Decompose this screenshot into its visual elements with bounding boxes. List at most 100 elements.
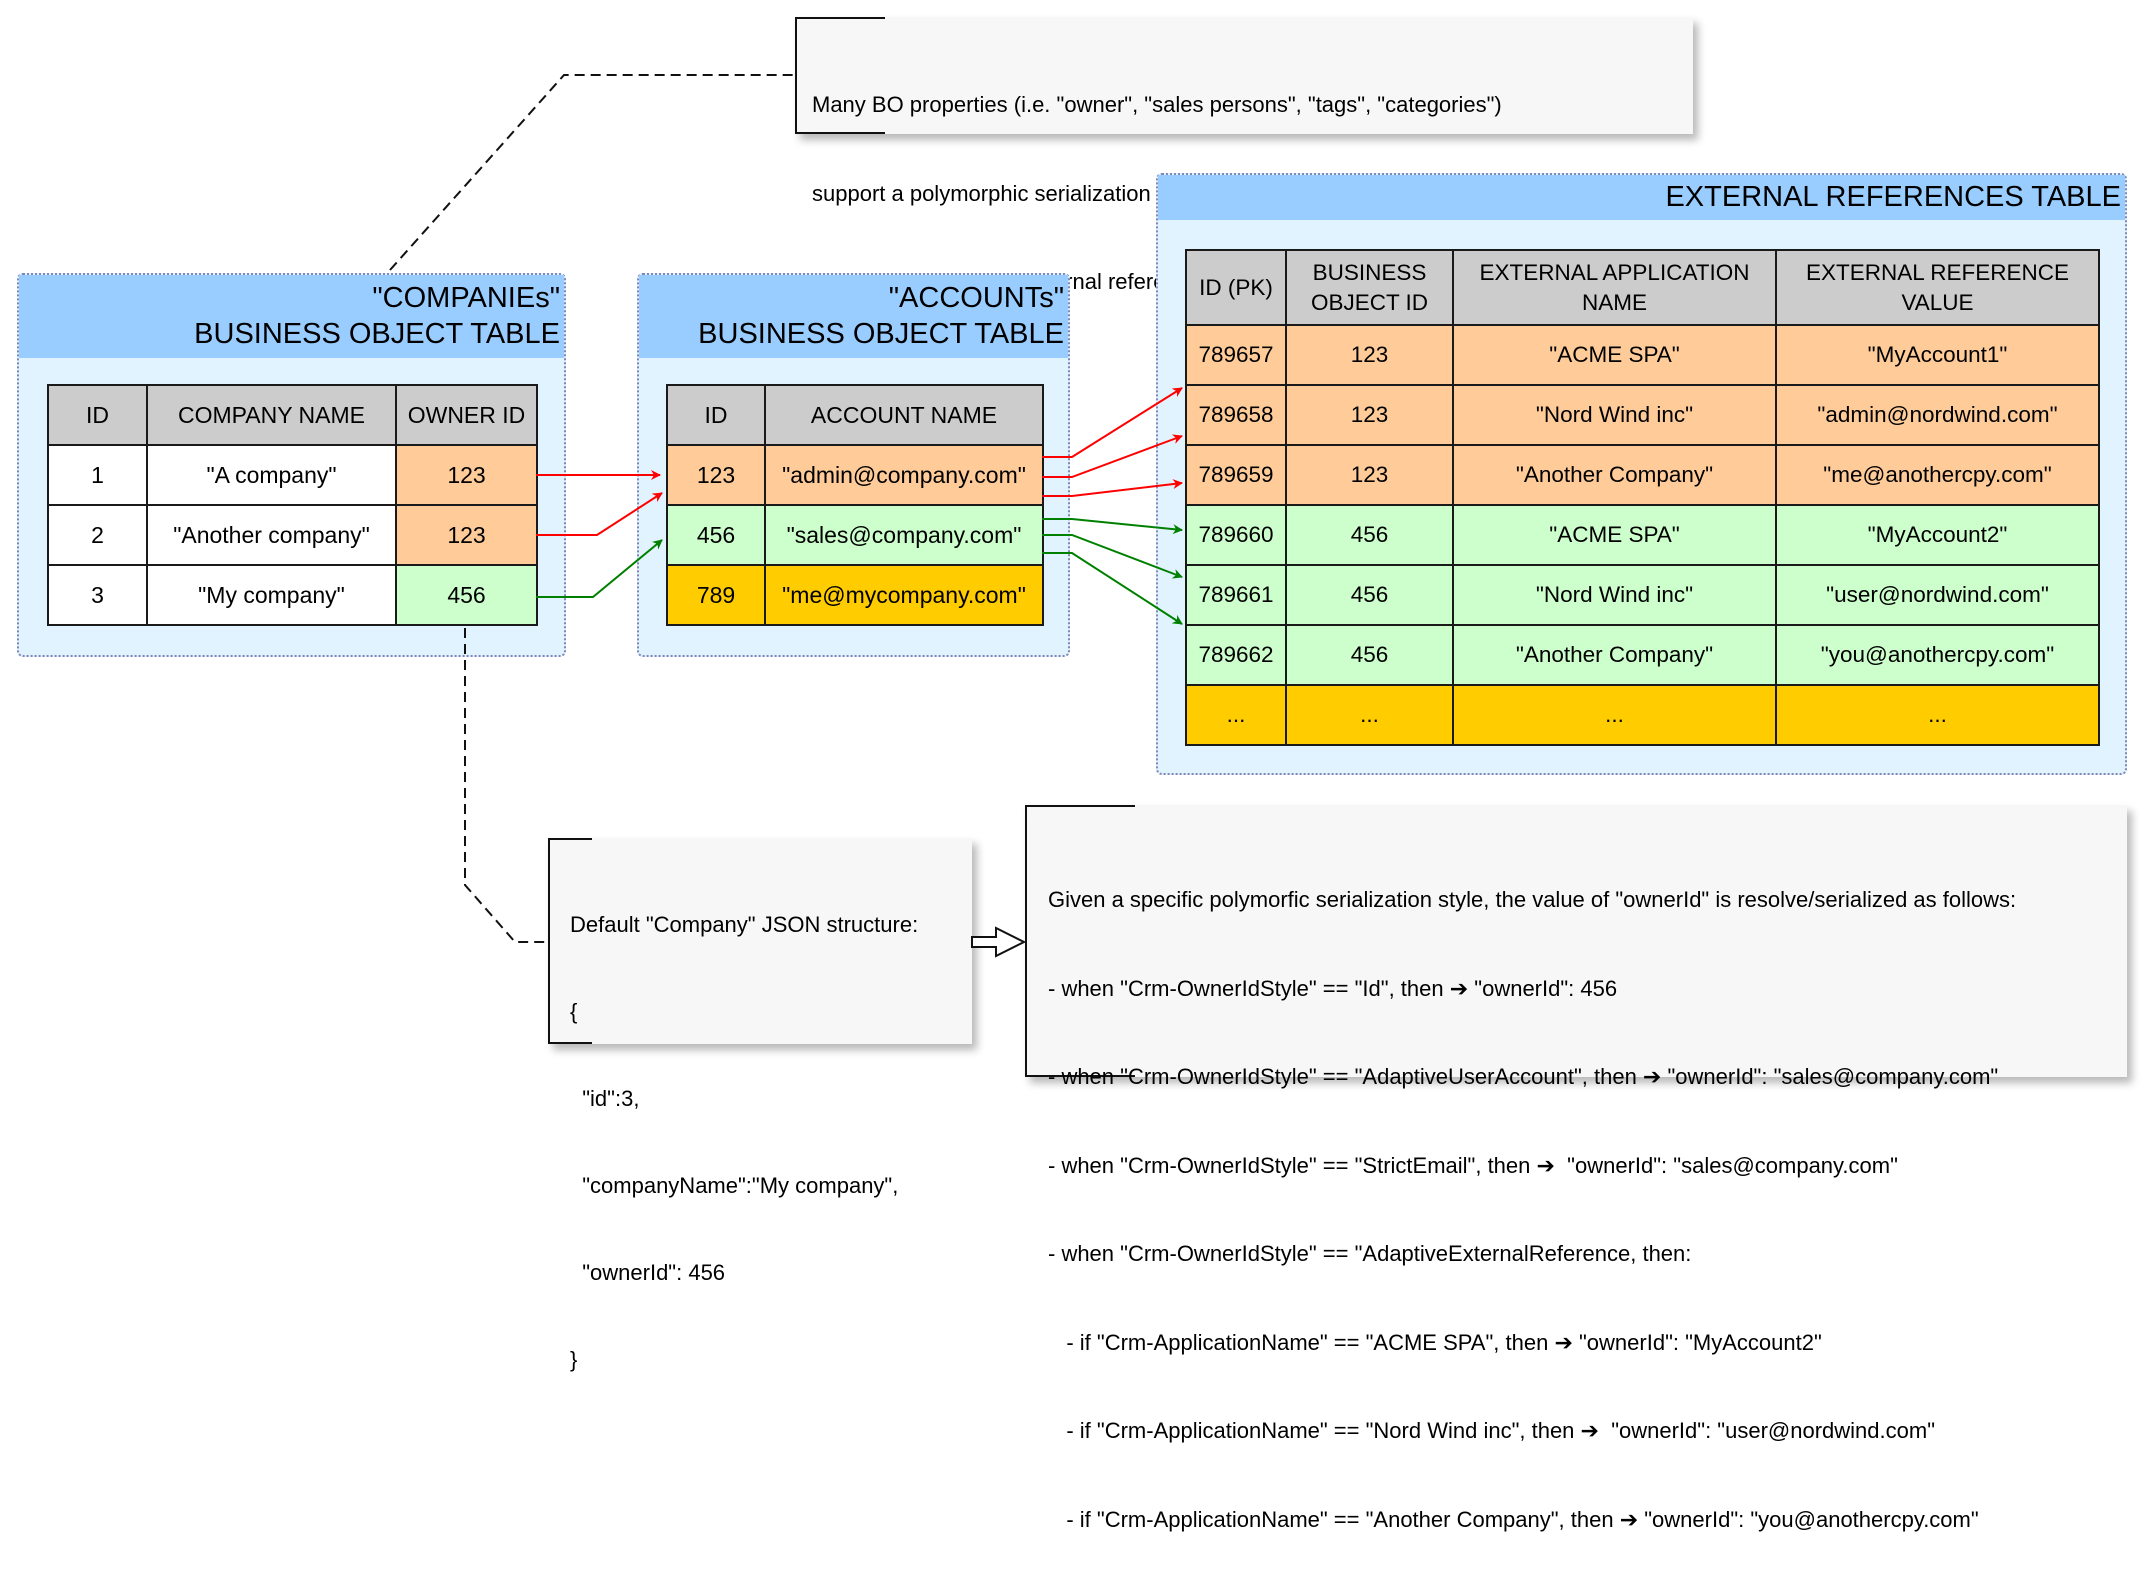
ref-id-cell: 789661 xyxy=(1185,564,1287,626)
header-line: ID (PK) xyxy=(1199,274,1273,300)
ref-id-cell: 789659 xyxy=(1185,444,1287,506)
account-name-cell: "me@mycompany.com" xyxy=(764,564,1044,626)
bo-id-cell: 456 xyxy=(1285,624,1454,686)
company-name-cell: "A company" xyxy=(146,444,397,506)
ref-id-cell: 789657 xyxy=(1185,324,1287,386)
column-header-external-reference-value: EXTERNAL REFERENCE VALUE xyxy=(1775,249,2100,326)
account-name-cell: "sales@company.com" xyxy=(764,504,1044,566)
companies-title-line2: BUSINESS OBJECT TABLE xyxy=(194,318,560,350)
json-line: } xyxy=(570,1347,578,1372)
ref-value-cell: "user@nordwind.com" xyxy=(1775,564,2100,626)
json-line: { xyxy=(570,999,578,1024)
json-note-leader-line xyxy=(464,628,548,943)
note-bracket xyxy=(795,17,885,134)
company-name-cell: "My company" xyxy=(146,564,397,626)
top-note-leader-line xyxy=(389,74,795,271)
bo-id-cell: 123 xyxy=(1285,324,1454,386)
app-name-cell: "ACME SPA" xyxy=(1452,504,1777,566)
company-id-cell: 1 xyxy=(47,444,148,506)
ref-id-cell: 789662 xyxy=(1185,624,1287,686)
rule-line: - when "Crm-OwnerIdStyle" == "Id", then … xyxy=(1048,975,1618,1001)
json-line: "id":3, xyxy=(570,1086,640,1111)
external-references-title: EXTERNAL REFERENCES TABLE xyxy=(1158,175,2125,220)
companies-table: ID COMPANY NAME OWNER ID 1 "A company" 1… xyxy=(47,384,538,626)
app-name-cell: "Nord Wind inc" xyxy=(1452,384,1777,446)
table-header-row: ID (PK) BUSINESS OBJECT ID EXTERNAL APPL… xyxy=(1185,249,2100,326)
top-note-line: Many BO properties (i.e. "owner", "sales… xyxy=(812,92,1502,117)
column-header-external-application-name: EXTERNAL APPLICATION NAME xyxy=(1452,249,1777,326)
header-line: NAME xyxy=(1581,289,1647,315)
table-row: 3 "My company" 456 xyxy=(47,564,538,626)
ref-value-cell: "MyAccount2" xyxy=(1775,504,2100,566)
accounts-table: ID ACCOUNT NAME 123 "admin@company.com" … xyxy=(666,384,1044,626)
company-id-cell: 2 xyxy=(47,504,148,566)
accounts-title-line2: BUSINESS OBJECT TABLE xyxy=(698,318,1064,350)
owner-id-cell: 456 xyxy=(395,564,538,626)
table-header-row: ID ACCOUNT NAME xyxy=(666,384,1044,446)
account-id-cell: 789 xyxy=(666,564,766,626)
table-row: 789661 456 "Nord Wind inc" "user@nordwin… xyxy=(1185,564,2100,626)
header-line: OBJECT ID xyxy=(1310,289,1429,315)
table-row: 789 "me@mycompany.com" xyxy=(666,564,1044,626)
json-structure-callout: Default "Company" JSON structure: { "id"… xyxy=(548,838,972,1372)
table-row: 2 "Another company" 123 xyxy=(47,504,538,566)
hollow-arrow-icon xyxy=(971,926,1027,958)
serialization-rules-callout: Given a specific polymorfic serializatio… xyxy=(1025,805,2127,1532)
accounts-title-line1: "ACCOUNTs" xyxy=(888,282,1064,314)
company-name-cell: "Another company" xyxy=(146,504,397,566)
table-header-row: ID COMPANY NAME OWNER ID xyxy=(47,384,538,446)
table-row: 789658 123 "Nord Wind inc" "admin@nordwi… xyxy=(1185,384,2100,446)
ref-id-cell: ... xyxy=(1185,684,1287,746)
top-note-callout: Many BO properties (i.e. "owner", "sales… xyxy=(795,17,1693,294)
company-id-cell: 3 xyxy=(47,564,148,626)
column-header-id-pk: ID (PK) xyxy=(1185,249,1287,326)
accounts-title: "ACCOUNTs" BUSINESS OBJECT TABLE xyxy=(639,275,1068,358)
ref-value-cell: "admin@nordwind.com" xyxy=(1775,384,2100,446)
column-header-id: ID xyxy=(47,384,148,446)
app-name-cell: "ACME SPA" xyxy=(1452,324,1777,386)
rule-line: - if "Crm-ApplicationName" == "Another C… xyxy=(1048,1506,1979,1532)
table-row: 789660 456 "ACME SPA" "MyAccount2" xyxy=(1185,504,2100,566)
account-id-cell: 456 xyxy=(666,504,766,566)
table-row: 789659 123 "Another Company" "me@another… xyxy=(1185,444,2100,506)
bo-id-cell: 456 xyxy=(1285,564,1454,626)
json-line: Default "Company" JSON structure: xyxy=(570,912,919,937)
bo-id-cell: 123 xyxy=(1285,444,1454,506)
header-line: EXTERNAL REFERENCE xyxy=(1806,259,2069,285)
column-header-business-object-id: BUSINESS OBJECT ID xyxy=(1285,249,1454,326)
bo-id-cell: 456 xyxy=(1285,504,1454,566)
column-header-account-name: ACCOUNT NAME xyxy=(764,384,1044,446)
rule-line: Given a specific polymorfic serializatio… xyxy=(1048,887,2017,912)
ref-id-cell: 789658 xyxy=(1185,384,1287,446)
bo-id-cell: ... xyxy=(1285,684,1454,746)
app-name-cell: "Another Company" xyxy=(1452,444,1777,506)
rule-line: - if "Crm-ApplicationName" == "Nord Wind… xyxy=(1048,1418,1936,1443)
table-row: 789662 456 "Another Company" "you@anothe… xyxy=(1185,624,2100,686)
header-line: VALUE xyxy=(1901,289,1974,315)
owner-id-cell: 123 xyxy=(395,444,538,506)
external-references-table: ID (PK) BUSINESS OBJECT ID EXTERNAL APPL… xyxy=(1185,249,2100,746)
table-row: 789657 123 "ACME SPA" "MyAccount1" xyxy=(1185,324,2100,386)
json-line: "companyName":"My company", xyxy=(570,1173,899,1198)
table-row: 456 "sales@company.com" xyxy=(666,504,1044,566)
rule-line: - when "Crm-OwnerIdStyle" == "AdaptiveEx… xyxy=(1048,1241,1692,1266)
account-name-cell: "admin@company.com" xyxy=(764,444,1044,506)
external-references-title-text: EXTERNAL REFERENCES TABLE xyxy=(1665,181,2121,213)
app-name-cell: ... xyxy=(1452,684,1777,746)
json-line: "ownerId": 456 xyxy=(570,1260,726,1285)
companies-title-line1: "COMPANIEs" xyxy=(372,282,560,314)
owner-id-cell: 123 xyxy=(395,504,538,566)
note-bracket xyxy=(548,838,592,1044)
bo-id-cell: 123 xyxy=(1285,384,1454,446)
app-name-cell: "Nord Wind inc" xyxy=(1452,564,1777,626)
rule-line: - when "Crm-OwnerIdStyle" == "AdaptiveUs… xyxy=(1048,1064,1999,1089)
json-structure-text: Default "Company" JSON structure: { "id"… xyxy=(570,852,918,1432)
table-row: 123 "admin@company.com" xyxy=(666,444,1044,506)
ref-value-cell: "MyAccount1" xyxy=(1775,324,2100,386)
serialization-rules-text: Given a specific polymorfic serializatio… xyxy=(1048,826,2016,1593)
ref-value-cell: "me@anothercpy.com" xyxy=(1775,444,2100,506)
table-row: 1 "A company" 123 xyxy=(47,444,538,506)
header-line: EXTERNAL APPLICATION xyxy=(1479,259,1750,285)
account-id-cell: 123 xyxy=(666,444,766,506)
companies-title: "COMPANIEs" BUSINESS OBJECT TABLE xyxy=(19,275,564,358)
